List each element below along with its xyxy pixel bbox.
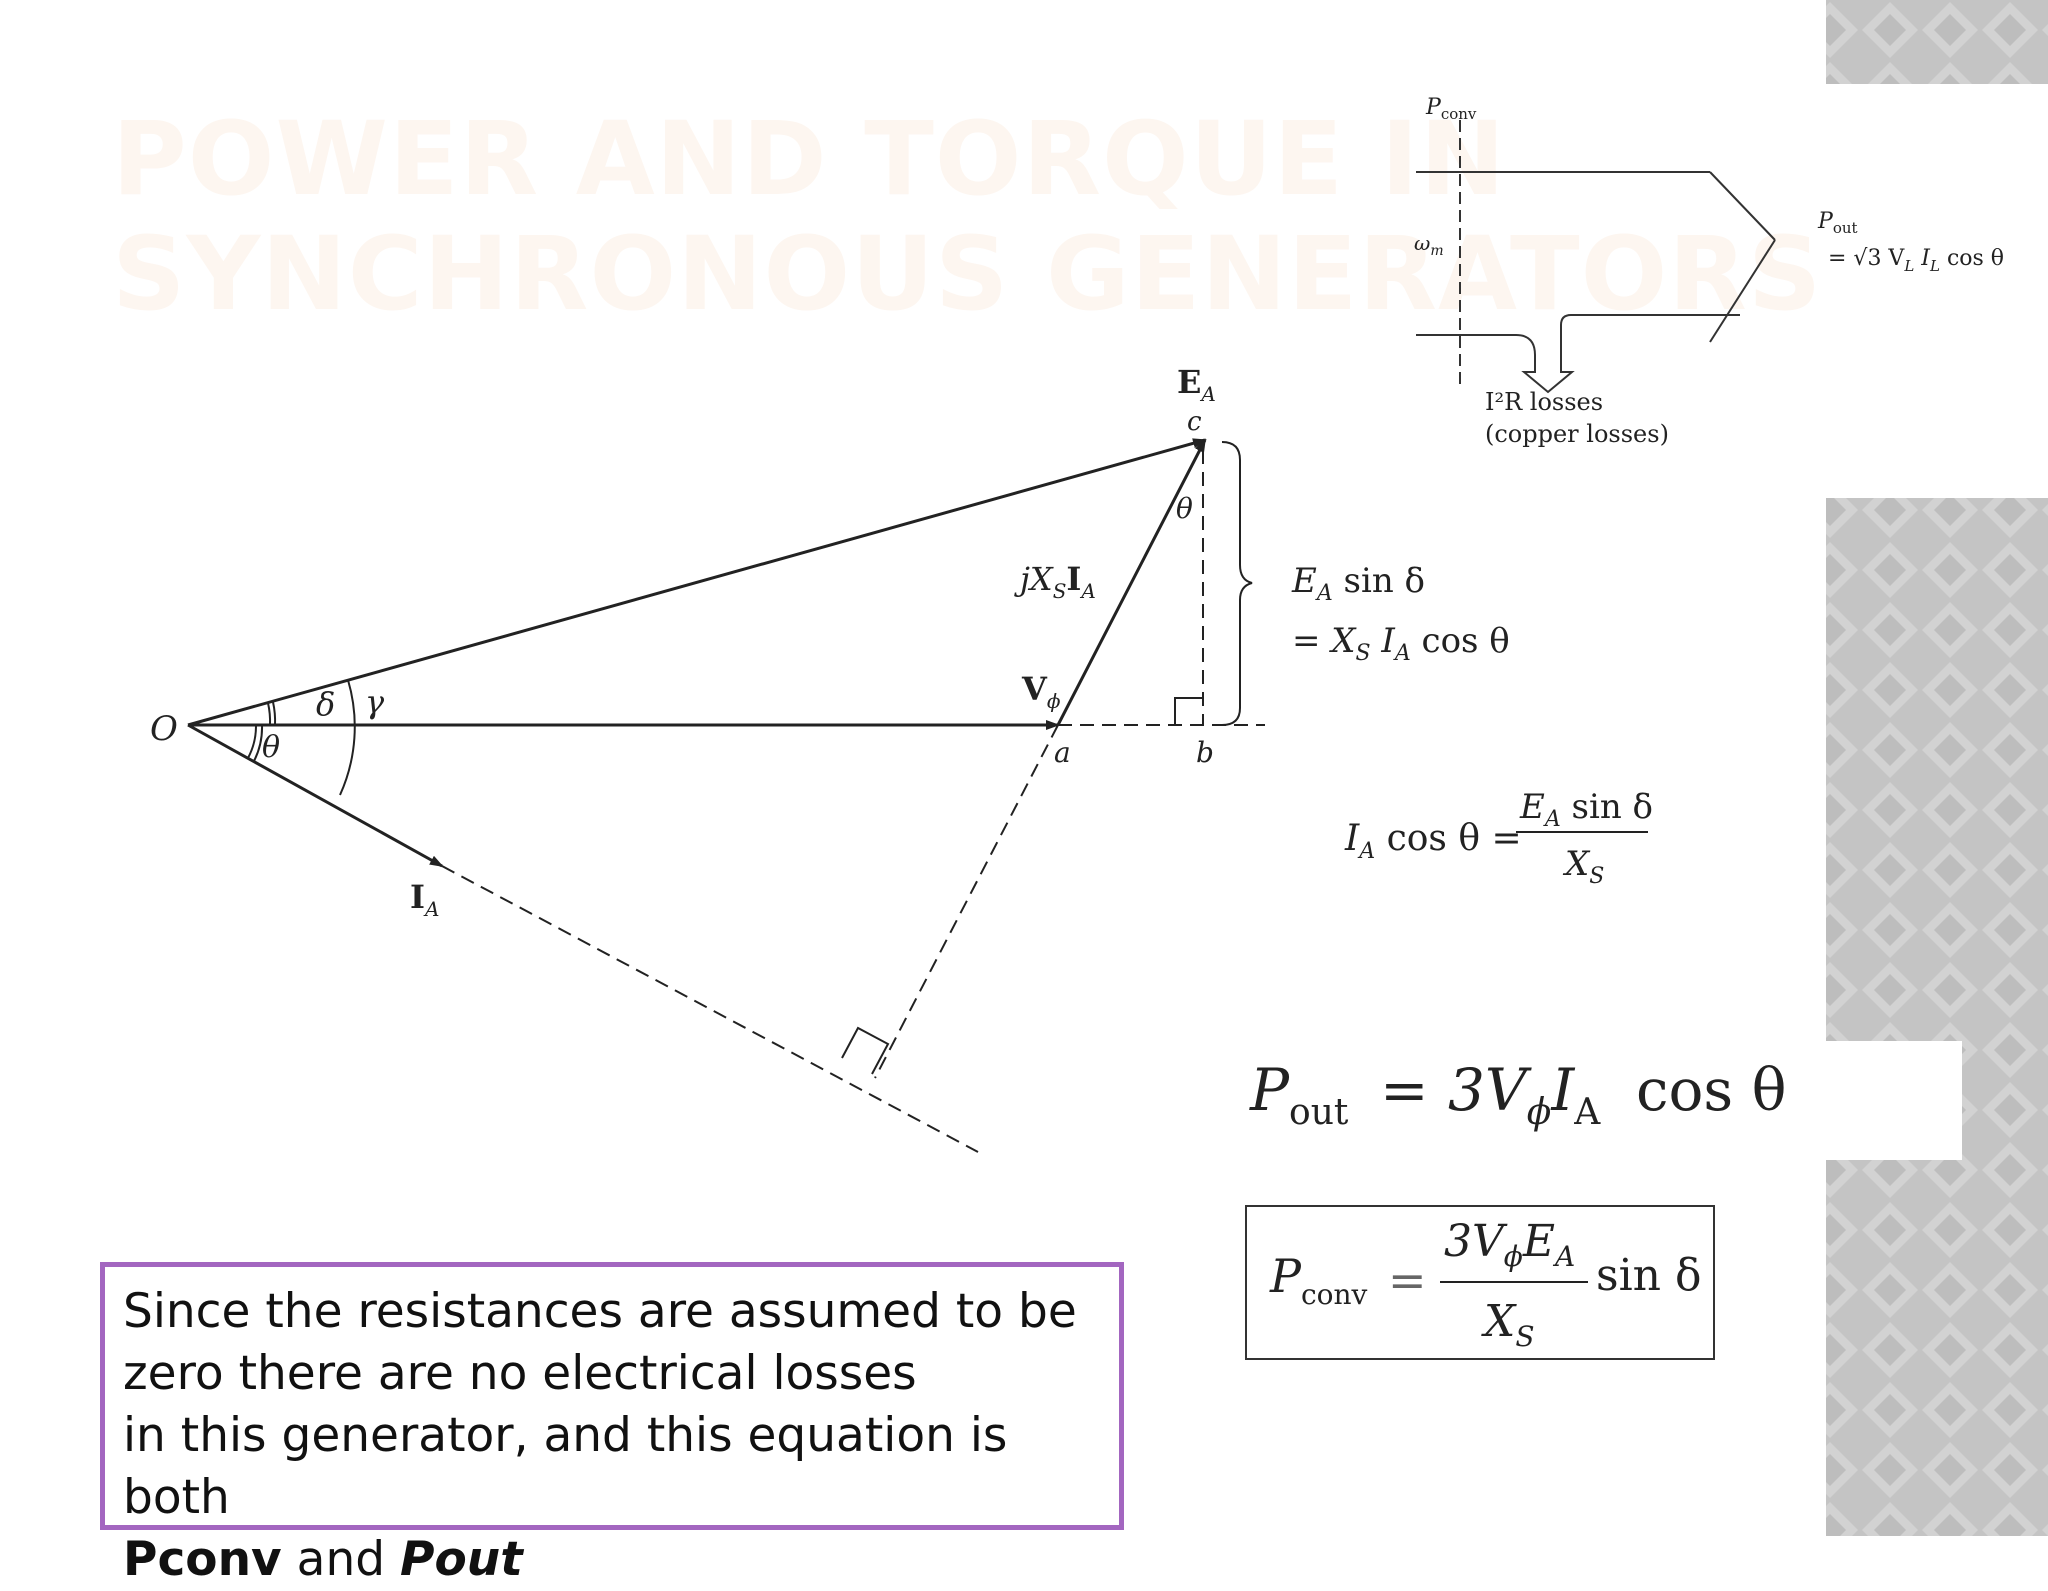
delta-label: δ <box>316 685 335 723</box>
diagrams: Pconv ωm Pout = √3 VL IL cos θ I²R losse… <box>150 95 2004 1360</box>
power-flow-diagram <box>1416 120 1776 394</box>
svg-text:3VϕEA: 3VϕEA <box>1444 1216 1575 1273</box>
theta-label: θ <box>262 730 280 765</box>
p-conv-label: Pconv <box>1425 95 1477 123</box>
p-out-label: Pout <box>1817 209 1858 237</box>
point-b-label: b <box>1196 736 1214 769</box>
phasor-construction <box>441 450 1265 1153</box>
slide: POWER AND TORQUE IN SYNCHRONOUS GENERATO… <box>100 0 2048 1587</box>
gamma-label: γ <box>365 683 385 721</box>
svg-text:IA cos θ =: IA cos θ = <box>1344 818 1522 864</box>
vphi-label: Vϕ <box>1021 670 1061 713</box>
note-box: Since the resistances are assumed to be … <box>100 1262 1124 1587</box>
note-pout: Pout <box>400 1532 523 1587</box>
background-pattern <box>1826 0 2048 1536</box>
title-line-2: SYNCHRONOUS GENERATORS <box>112 215 1823 334</box>
p-out-formula: = √3 VL IL cos θ <box>1828 246 2004 275</box>
pout-equation: Pout = 3VϕIA cos θ <box>1249 1056 1787 1133</box>
ia-phasor <box>187 723 444 868</box>
ia-cos-equation: IA cos θ = EA sin δ XS <box>1344 787 1653 889</box>
pconv-equation: Pconv = 3VϕEA XS sin δ <box>1245 1205 1715 1360</box>
svg-text:EA sin δ: EA sin δ <box>1519 787 1653 832</box>
jxsia-label: jXSIA <box>1014 560 1096 603</box>
note-line-1: Since the resistances are assumed to be <box>123 1284 1077 1339</box>
ea-sin-line-1: EA sin δ <box>1291 561 1425 606</box>
svg-text:Pconv: Pconv <box>1269 1249 1368 1311</box>
svg-text:=: = <box>1388 1253 1427 1307</box>
note-line-2: zero there are no electrical losses <box>123 1346 917 1401</box>
losses-line-1: I²R losses <box>1485 388 1603 416</box>
ia-label: IA <box>410 878 439 921</box>
svg-text:XS: XS <box>1481 1296 1535 1353</box>
point-a-label: a <box>1054 736 1071 769</box>
svg-text:Pout: Pout <box>1249 1056 1349 1133</box>
power-flow-labels: Pconv ωm Pout = √3 VL IL cos θ I²R losse… <box>1414 95 2004 448</box>
note-pconv: Pconv <box>123 1532 282 1587</box>
omega-label: ωm <box>1414 231 1444 259</box>
phasor-labels: O δ γ θ IA EA c Vϕ a b jXSIA θ EA sin δ … <box>150 363 1510 921</box>
svg-text:sin δ: sin δ <box>1596 1250 1701 1301</box>
ea-sin-line-2: = XS IA cos θ <box>1292 621 1510 666</box>
note-and: and <box>281 1532 401 1587</box>
phasor-diagram <box>187 438 1207 868</box>
ea-label: EA <box>1177 363 1216 406</box>
svg-text:XS: XS <box>1562 844 1604 889</box>
theta-at-c-label: θ <box>1176 492 1193 525</box>
note-line-3: in this generator, and this equation is … <box>123 1408 1008 1525</box>
origin-label: O <box>150 709 178 749</box>
jxsia-phasor <box>1056 438 1207 726</box>
svg-text:=: = <box>1380 1056 1429 1124</box>
ea-phasor <box>187 438 1207 727</box>
pout-backing <box>1826 1041 1962 1160</box>
losses-line-2: (copper losses) <box>1485 420 1669 448</box>
title-line-1: POWER AND TORQUE IN <box>112 100 1507 219</box>
svg-text:cos θ: cos θ <box>1636 1056 1787 1124</box>
svg-text:3VϕIA: 3VϕIA <box>1448 1056 1601 1133</box>
point-c-label: c <box>1187 407 1202 437</box>
note-line-4: Pconv and Pout <box>123 1529 1101 1591</box>
phasor-marks <box>247 441 1253 1075</box>
